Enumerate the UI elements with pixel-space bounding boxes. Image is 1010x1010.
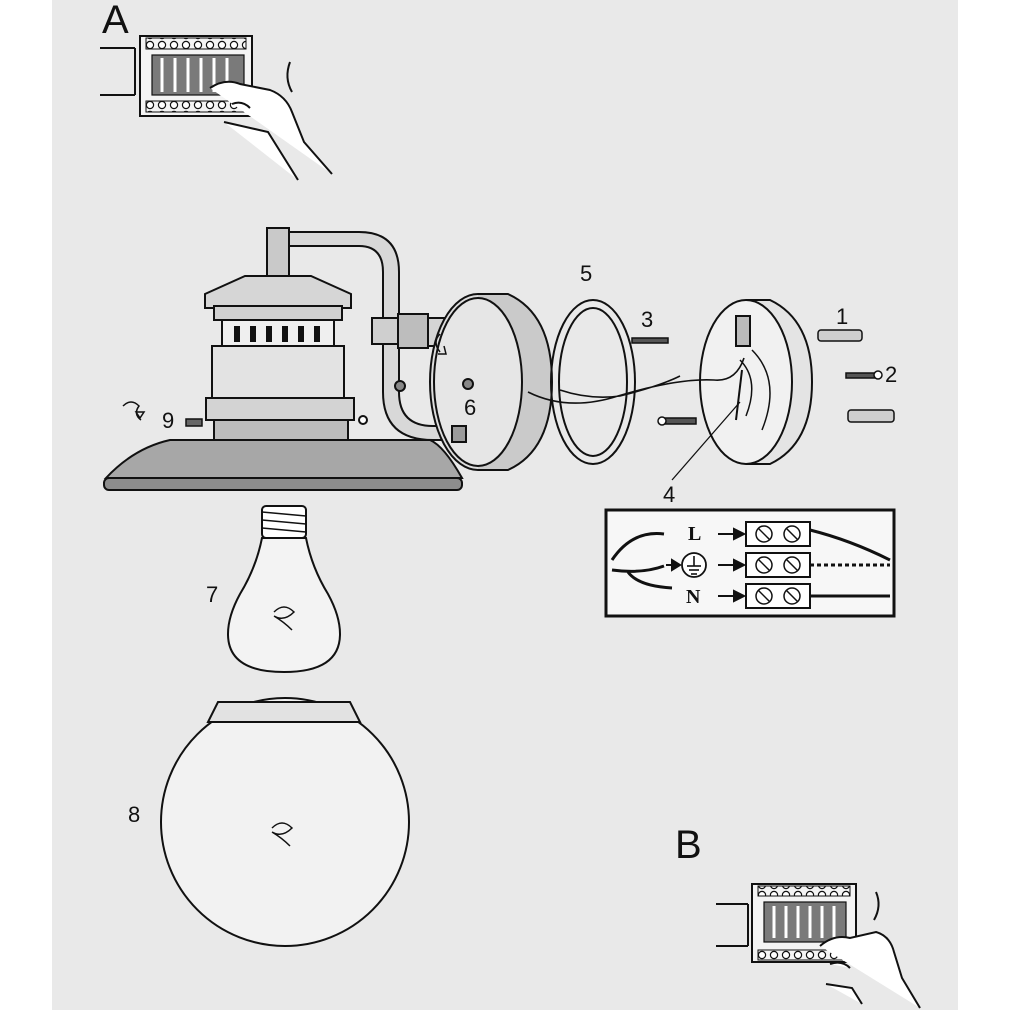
hand-icon-a [209, 61, 333, 181]
wiring-detail-box [604, 508, 896, 618]
part-label-3: 3 [641, 307, 654, 332]
wire-label-live: L [688, 523, 702, 545]
part-label-9: 9 [162, 408, 175, 433]
wall-plate [394, 293, 554, 471]
part-label-2: 2 [885, 362, 898, 387]
wires [610, 528, 891, 598]
hand-icon-b [819, 891, 921, 1009]
light-bulb-7 [226, 505, 342, 674]
gasket-ring-5 [550, 299, 636, 465]
breaker-panel-a [100, 35, 253, 117]
part-label-6: 6 [464, 395, 477, 420]
lamp-shade [103, 439, 464, 491]
part-label-5: 5 [580, 261, 593, 286]
breaker-panel-b [716, 883, 857, 963]
cable [527, 357, 745, 404]
junction-box-4 [699, 299, 814, 465]
panel-a-label: A [102, 0, 129, 42]
panel-b-label: B [675, 823, 702, 867]
lamp-head [204, 227, 368, 441]
part-label-1: 1 [836, 304, 849, 329]
fixing-screw-9 [122, 401, 203, 427]
arrows [666, 527, 747, 603]
part-label-8: 8 [128, 802, 141, 827]
wall-plug-1 [817, 329, 895, 423]
wire-label-neutral: N [686, 586, 701, 608]
part-label-4: 4 [663, 482, 676, 507]
terminal-block [745, 521, 811, 609]
part-label-7: 7 [206, 582, 219, 607]
screw-2 [845, 370, 883, 380]
screw-3 [631, 337, 697, 426]
glass-globe-8 [160, 697, 410, 947]
leader-lines [671, 401, 741, 481]
